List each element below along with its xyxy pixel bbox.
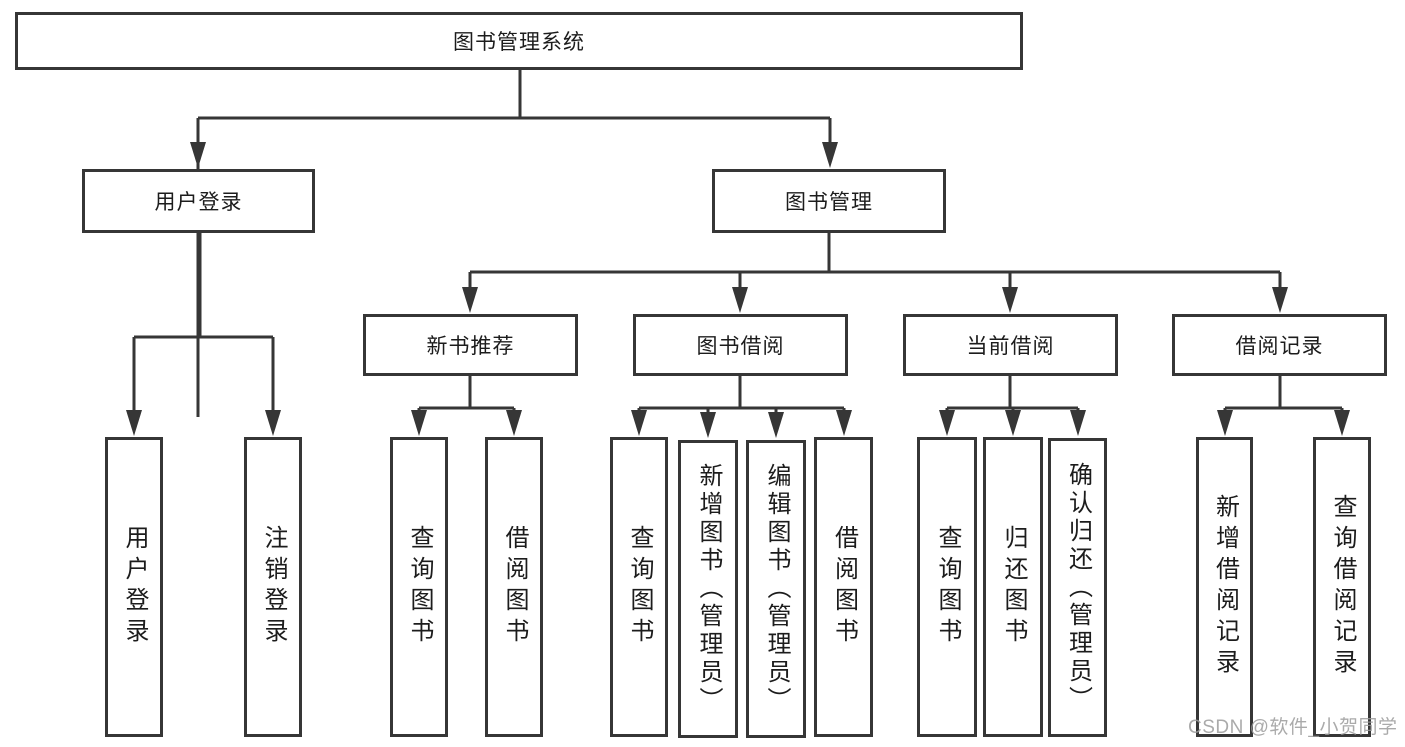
arrowhead [1334, 410, 1350, 436]
connector [945, 376, 1080, 417]
arrowhead [700, 412, 716, 438]
arrowhead [836, 410, 852, 436]
node-label: 新增借阅记录 [1211, 494, 1239, 680]
node-label: 注销登录 [260, 525, 287, 649]
node-label: 借阅记录 [1235, 335, 1324, 358]
node-label: 图书管理 [785, 191, 873, 214]
node-label: 归还图书 [1000, 525, 1027, 649]
node-book-management: 图书管理 [712, 169, 946, 233]
arrowhead [1217, 410, 1233, 436]
leaf-query-books-borrow: 查询图书 [610, 437, 668, 737]
connector [417, 376, 516, 417]
node-label: 当前借阅 [966, 335, 1055, 358]
csdn-watermark: CSDN @软件_小贺同学 [1188, 717, 1398, 738]
node-label: 查询图书 [406, 525, 433, 649]
node-new-book-recommendation: 新书推荐 [363, 314, 578, 376]
arrowhead [939, 410, 955, 436]
connector [468, 233, 1282, 294]
leaf-add-borrow-record: 新增借阅记录 [1196, 437, 1253, 737]
arrowhead [732, 287, 748, 313]
node-label: 用户登录 [154, 191, 243, 214]
leaf-return-books: 归还图书 [983, 437, 1043, 737]
arrowhead [411, 410, 427, 436]
arrowhead [506, 410, 522, 436]
node-label: 查询借阅记录 [1329, 494, 1356, 680]
arrowhead [822, 142, 838, 168]
arrowhead [126, 410, 142, 436]
arrowhead [1272, 287, 1288, 313]
node-label: 借阅图书 [501, 525, 528, 649]
node-label: 借阅图书 [830, 525, 858, 649]
node-label: 查询图书 [934, 525, 961, 649]
leaf-logout: 注销登录 [244, 437, 302, 737]
node-library-management-system: 图书管理系统 [15, 12, 1023, 70]
node-label: 图书借阅 [696, 335, 785, 358]
connector [637, 376, 846, 417]
arrowhead [265, 410, 281, 436]
arrowhead [462, 287, 478, 313]
arrowhead [1070, 410, 1086, 436]
node-label: 编辑图书（管理员） [763, 463, 790, 715]
node-label: 新书推荐 [426, 335, 515, 358]
leaf-query-books-recommend: 查询图书 [390, 437, 448, 737]
node-label: 新增图书（管理员） [695, 463, 722, 715]
node-borrowing-records: 借阅记录 [1172, 314, 1387, 376]
connector [1223, 376, 1344, 417]
node-current-borrowing: 当前借阅 [903, 314, 1118, 376]
arrowhead [190, 142, 206, 168]
node-user-login-group: 用户登录 [82, 169, 315, 233]
node-book-borrowing: 图书借阅 [633, 314, 848, 376]
node-label: 用户登录 [121, 525, 148, 649]
node-label: 确认归还（管理员） [1064, 461, 1092, 714]
leaf-borrow-books: 借阅图书 [814, 437, 873, 737]
node-label: 图书管理系统 [453, 31, 585, 54]
leaf-user-login: 用户登录 [105, 437, 163, 737]
leaf-add-books-admin: 新增图书（管理员） [678, 440, 738, 738]
leaf-query-borrow-record: 查询借阅记录 [1313, 437, 1371, 737]
leaf-query-books-current: 查询图书 [917, 437, 977, 737]
leaf-borrow-books-recommend: 借阅图书 [485, 437, 543, 737]
arrowhead [1005, 410, 1021, 436]
arrowhead [631, 410, 647, 436]
connector [132, 233, 275, 417]
node-label: 查询图书 [626, 525, 653, 649]
arrowhead [1002, 287, 1018, 313]
leaf-confirm-return-admin: 确认归还（管理员） [1048, 438, 1107, 737]
arrowhead [768, 412, 784, 438]
leaf-edit-books-admin: 编辑图书（管理员） [746, 440, 806, 738]
